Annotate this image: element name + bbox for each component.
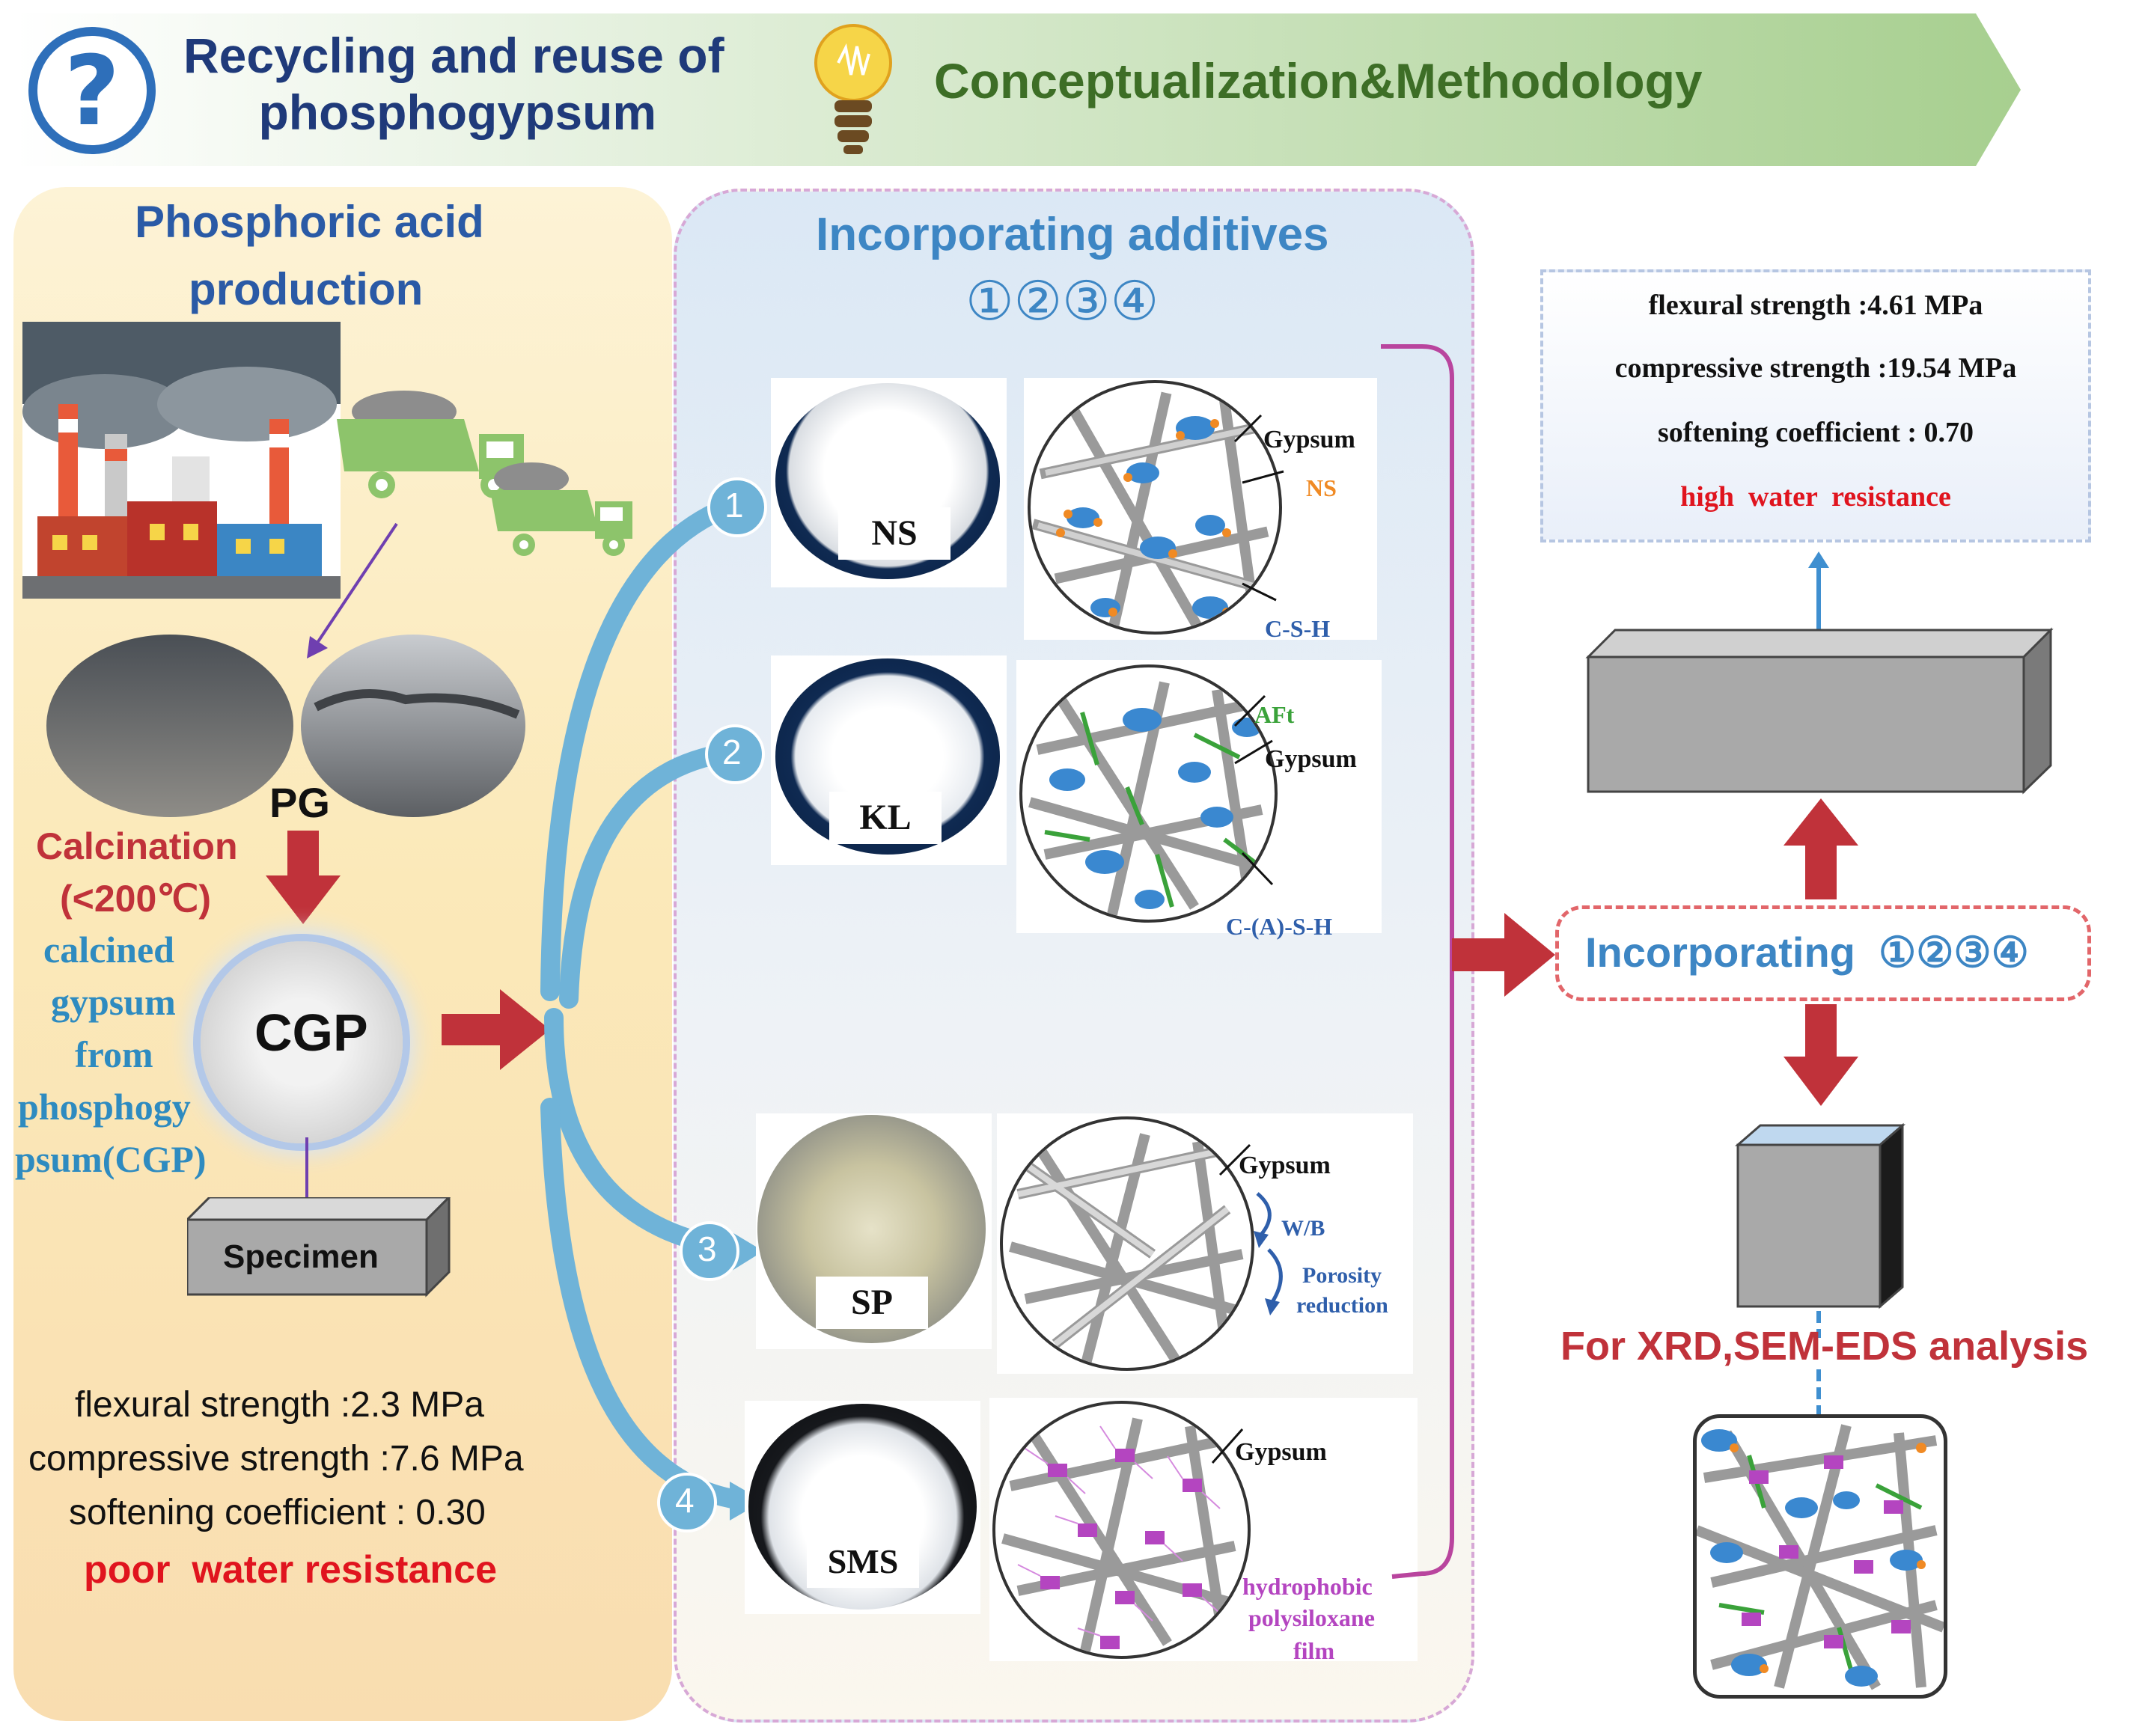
branch-4-badge [657, 1473, 717, 1532]
kl-annotation-gypsum: Gypsum [1265, 745, 1357, 773]
sp-annotation-lines [1218, 1143, 1283, 1315]
branch-4-number: 4 [675, 1481, 695, 1520]
cgp-label: CGP [254, 1003, 368, 1062]
red-arrow-right [442, 989, 550, 1070]
left-heading-line1: Phosphoric acid [135, 197, 484, 247]
kl-annotation-lines [1233, 694, 1274, 886]
sms-annotation-hydrophobic: hydrophobic [1242, 1573, 1373, 1600]
sms-annotation-polysiloxane: polysiloxane [1248, 1604, 1375, 1631]
kl-label: KL [829, 792, 942, 844]
sms-microstructure [992, 1401, 1251, 1659]
red-arrow-up [1783, 798, 1858, 899]
right-conclusion: high water resistance [1680, 481, 1951, 513]
middle-heading-numbers: ①②③④ [965, 269, 1159, 332]
cgp-photo [201, 941, 403, 1143]
kl-annotation-aft: AFt [1254, 701, 1295, 728]
kl-annotation-cash: C-(A)-S-H [1226, 913, 1333, 940]
banner-arrow-shape [15, 13, 2021, 166]
left-conclusion: poor water resistance [84, 1548, 497, 1592]
branch-1-badge [707, 477, 767, 537]
purple-arrow-down-icon [307, 522, 398, 658]
sms-label: SMS [807, 1535, 919, 1588]
specimen-label: Specimen [223, 1238, 379, 1275]
cgp-desc-line1: calcined [43, 929, 174, 971]
improved-specimen-block [1585, 627, 2054, 795]
sms-annotation-film: film [1293, 1637, 1335, 1664]
right-softening: softening coefficient : 0.70 [1657, 417, 1974, 448]
branch-2-badge [705, 724, 765, 784]
specimen-block [187, 1197, 451, 1298]
branch-3-number: 3 [698, 1229, 717, 1268]
right-flexural: flexural strength :4.61 MPa [1648, 290, 1983, 321]
incorporating-box [1555, 905, 2091, 1001]
ns-annotation-csh: C-S-H [1265, 615, 1331, 642]
cgp-desc-line4: phosphogy [18, 1086, 191, 1128]
right-compressive: compressive strength :19.54 MPa [1614, 352, 2017, 384]
question-mark-icon: ? [28, 27, 156, 154]
calcination-line2: (<200℃) [60, 878, 212, 920]
factory-icon [22, 322, 341, 599]
red-arrow-down [266, 831, 341, 924]
methodology-title: Conceptualization&Methodology [934, 53, 1703, 109]
final-microstructure [1693, 1414, 1947, 1699]
incorporating-label: Incorporating ①②③④ [1585, 929, 2029, 976]
calcination-line1: Calcination [36, 825, 238, 867]
cgp-desc-line5: psum(CGP) [15, 1138, 207, 1180]
sp-annotation-gypsum: Gypsum [1239, 1152, 1331, 1179]
branch-2-number: 2 [722, 733, 742, 771]
sp-annotation-reduction: reduction [1296, 1293, 1388, 1318]
flow-arrows [540, 477, 767, 1532]
blue-arrow-up [1808, 551, 1829, 638]
branch-3-badge [680, 1221, 739, 1281]
red-arrow-to-incorporating [1452, 913, 1555, 997]
left-flexural: flexural strength :2.3 MPa [75, 1385, 484, 1425]
truck-icon [337, 391, 632, 556]
sp-annotation-wb: W/B [1281, 1216, 1325, 1241]
left-heading-line2: production [189, 264, 424, 314]
branch-1-number: 1 [724, 486, 744, 525]
sp-annotation-porosity: Porosity [1302, 1263, 1382, 1288]
red-arrow-down-right [1783, 1004, 1858, 1106]
lightbulb-icon [814, 24, 892, 154]
ns-microstructure [1028, 380, 1282, 635]
ns-annotation-gypsum: Gypsum [1263, 426, 1355, 453]
analysis-label: For XRD,SEM-EDS analysis [1560, 1324, 2089, 1369]
ns-annotation-lines [1233, 414, 1284, 602]
pg-label: PG [269, 779, 330, 826]
kl-microstructure [1019, 664, 1278, 923]
cgp-desc-line2: gypsum [51, 981, 176, 1023]
cgp-desc-line3: from [75, 1033, 153, 1075]
sp-microstructure [1000, 1116, 1254, 1371]
ns-annotation-ns: NS [1306, 474, 1337, 501]
sms-annotation-gypsum: Gypsum [1235, 1438, 1327, 1466]
sp-label: SP [816, 1277, 928, 1329]
left-softening: softening coefficient : 0.30 [69, 1493, 486, 1532]
dash-segment-upper [1816, 1311, 1821, 1338]
cube-sample [1735, 1122, 1906, 1309]
ns-label: NS [838, 507, 951, 560]
middle-heading: Incorporating additives [816, 209, 1329, 260]
sms-annotation-line [1211, 1428, 1244, 1464]
pg-photo [46, 635, 525, 817]
results-box: flexural strength :4.61 MPa compressive … [1540, 269, 2091, 542]
left-compressive: compressive strength :7.6 MPa [28, 1439, 524, 1479]
